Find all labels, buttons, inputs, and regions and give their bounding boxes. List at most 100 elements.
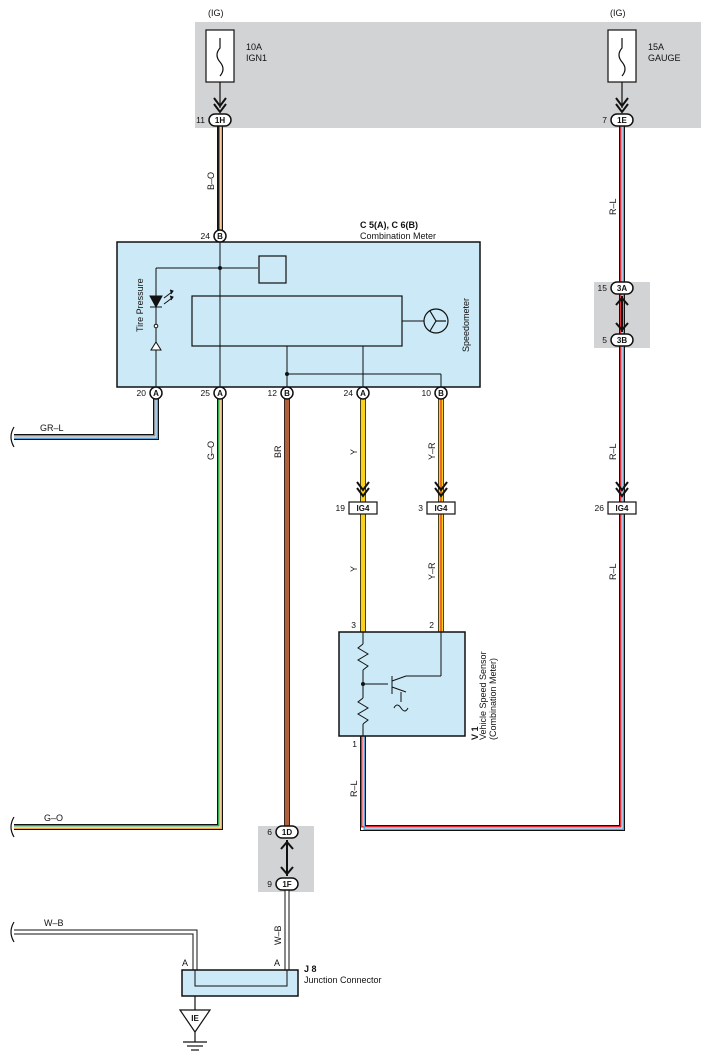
meter-pin-conn: A — [360, 389, 366, 398]
fuse-gauge-rating: 15A — [648, 42, 664, 52]
wire-r-l-right — [360, 122, 625, 831]
connector-1f-label: 1F — [282, 880, 291, 889]
sensor-pin-3: 3 — [351, 620, 356, 630]
sensor-pin-1: 1 — [352, 739, 357, 749]
pin-9: 9 — [267, 879, 272, 889]
pin-11: 11 — [196, 115, 205, 125]
meter-name: Combination Meter — [360, 231, 436, 241]
meter-pin-num: 12 — [268, 388, 278, 398]
meter-pin-conn: B — [438, 389, 444, 398]
junction-pin-left: A — [182, 958, 188, 968]
junction-name: Junction Connector — [304, 975, 382, 985]
ground-icon — [183, 1032, 207, 1051]
junction-dot — [361, 682, 365, 686]
fuse-gauge-name: GAUGE — [648, 53, 681, 63]
junction-connector-box — [181, 969, 299, 997]
ig4-pin: 26 — [595, 503, 605, 513]
junction-dot — [218, 266, 222, 270]
wire-label-y-upper: Y — [349, 449, 359, 455]
wire-label-w-b-vertical: W–B — [273, 925, 283, 945]
pin-6: 6 — [267, 827, 272, 837]
speed-sensor-circuit — [357, 632, 442, 736]
ground-connector-icon — [178, 1009, 212, 1034]
connector-3b — [610, 333, 634, 347]
wire-w-b-horizontal — [14, 929, 198, 970]
ig4-pin: 19 — [336, 503, 346, 513]
junction-connector-bus — [194, 970, 288, 987]
wire-label-br: BR — [273, 445, 283, 458]
wire-label-y-lower: Y — [349, 566, 359, 572]
wire-label-gr-l: GR–L — [40, 423, 64, 433]
connector-1h-label: 1H — [215, 116, 225, 125]
wire-g-o — [14, 398, 223, 830]
meter-code: C 5(A), C 6(B) — [360, 220, 418, 230]
connector-1e — [610, 113, 634, 127]
meter-pin-10: B 10 — [422, 386, 448, 400]
speedometer-icon — [423, 308, 449, 334]
connector-1d — [275, 825, 299, 839]
connector-1e-label: 1E — [617, 116, 627, 125]
sensor-pin-2: 2 — [429, 620, 434, 630]
meter-pin-num: 10 — [422, 388, 432, 398]
junction-pin-right: A — [274, 958, 280, 968]
junction-dot — [285, 372, 289, 376]
connector-3a-label: 3A — [617, 284, 627, 293]
fuse-ign1 — [205, 29, 235, 114]
wire-label-b-o: B–O — [206, 172, 216, 190]
wire-label-r-l-lower: R–L — [608, 563, 618, 580]
wire-label-g-o-vertical: G–O — [206, 441, 216, 460]
ig4-connector-3: IG4 3 — [418, 481, 456, 515]
meter-top-connector-label: B — [217, 232, 223, 241]
junction-code: J 8 — [304, 964, 317, 974]
meter-pin-conn: A — [153, 389, 159, 398]
pin-5: 5 — [602, 335, 607, 345]
wire-label-r-l-mid: R–L — [608, 443, 618, 460]
meter-pin-25: A 25 — [201, 386, 227, 400]
wire-label-r-l-top: R–L — [608, 198, 618, 215]
tire-pressure-led-icon — [149, 289, 174, 358]
sensor-code: V 1 — [470, 726, 480, 740]
wire-break-marks — [10, 426, 15, 943]
pin-7: 7 — [602, 115, 607, 125]
ground-label: IE — [191, 1014, 199, 1023]
splice-3-arrows — [615, 296, 629, 332]
meter-pin-conn: B — [284, 389, 290, 398]
connector-1f — [275, 877, 299, 891]
ig4-connector-26: IG4 26 — [595, 481, 637, 515]
fuse-gauge — [607, 29, 637, 114]
fuse-ign1-name: IGN1 — [246, 53, 267, 63]
sensor-name: Vehicle Speed Sensor — [478, 651, 488, 740]
sensor-sub: (Combination Meter) — [488, 658, 498, 740]
wire-gr-l — [14, 398, 159, 440]
meter-pin-conn: A — [217, 389, 223, 398]
connector-1d-label: 1D — [282, 828, 292, 837]
ig4-pin: 3 — [418, 503, 423, 513]
ig4-connector-19: IG4 19 — [336, 481, 378, 515]
wire-b-o — [217, 122, 223, 233]
wire-label-g-o-horizontal: G–O — [44, 813, 63, 823]
pin-15: 15 — [598, 283, 608, 293]
meter-pin-20: A 20 — [137, 386, 163, 400]
fuse-ign1-rating: 10A — [246, 42, 262, 52]
meter-top-pin: 24 — [201, 231, 211, 241]
wire-label-y-r-lower: Y–R — [427, 562, 437, 580]
ig4-label: IG4 — [357, 504, 370, 513]
meter-pin-24: A 24 — [344, 386, 370, 400]
ig4-label: IG4 — [435, 504, 448, 513]
meter-pin-num: 20 — [137, 388, 147, 398]
meter-pin-num: 24 — [344, 388, 354, 398]
connector-3a — [610, 281, 634, 295]
meter-pin-12: B 12 — [268, 386, 294, 400]
speedometer-label: Speedometer — [461, 298, 471, 352]
tire-pressure-label: Tire Pressure — [135, 278, 145, 332]
wire-label-r-l-bottom: R–L — [349, 780, 359, 797]
fuse-ign1-supply: (IG) — [208, 8, 224, 18]
ig4-label: IG4 — [616, 504, 629, 513]
wire-label-y-r-upper: Y–R — [427, 442, 437, 460]
connector-1h — [208, 113, 232, 127]
fuse-gauge-supply: (IG) — [610, 8, 626, 18]
meter-box — [116, 241, 481, 388]
wire-label-w-b-horizontal: W–B — [44, 918, 64, 928]
connector-3b-label: 3B — [617, 336, 627, 345]
